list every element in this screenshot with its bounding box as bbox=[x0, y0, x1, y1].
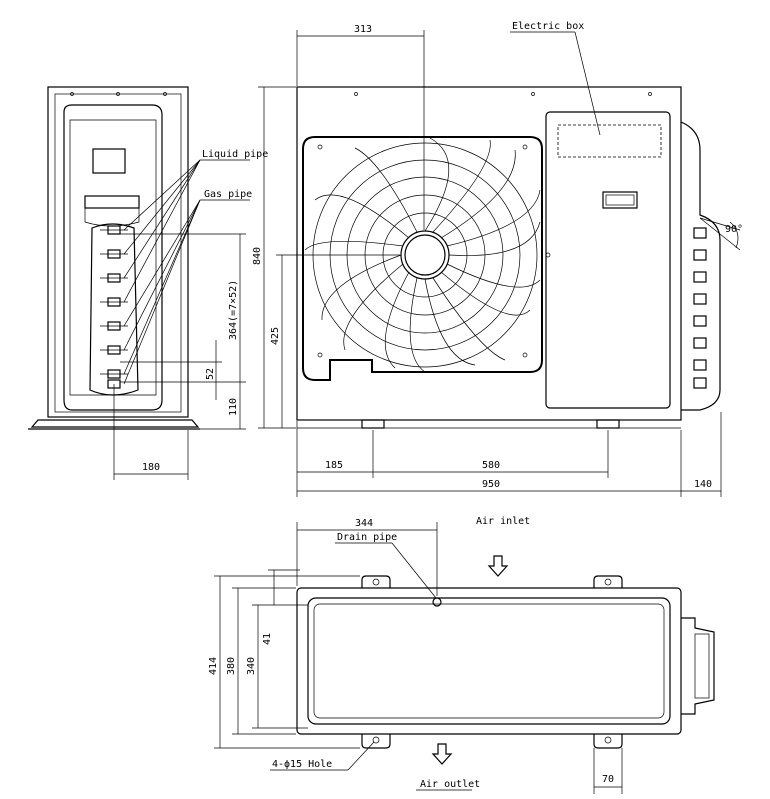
dim-414: 414 bbox=[208, 657, 219, 675]
dim-52: 52 bbox=[205, 368, 216, 380]
dim-313: 313 bbox=[354, 24, 372, 35]
dim-185: 185 bbox=[325, 460, 343, 471]
air-inlet-label: Air inlet bbox=[476, 516, 530, 527]
dim-41: 41 bbox=[262, 633, 273, 645]
liquid-pipe-label: Liquid pipe bbox=[202, 149, 268, 160]
pipe-joints bbox=[100, 225, 128, 389]
dim-340: 340 bbox=[246, 657, 257, 675]
dim-180: 180 bbox=[142, 462, 160, 473]
dim-580: 580 bbox=[482, 460, 500, 471]
air-outlet-label: Air outlet bbox=[420, 779, 480, 790]
dim-140: 140 bbox=[694, 479, 712, 490]
dim-70: 70 bbox=[602, 774, 614, 785]
electric-box-label: Electric box bbox=[512, 21, 584, 32]
dim-364: 364(=7×52) bbox=[228, 280, 239, 340]
dim-425: 425 bbox=[270, 327, 281, 345]
drain-pipe-label: Drain pipe bbox=[337, 532, 397, 543]
dim-840: 840 bbox=[252, 247, 263, 265]
right-pipe-joints bbox=[693, 227, 707, 389]
front-view: 90° Electric box 313 840 425 185 580 950 bbox=[252, 21, 743, 497]
angle-label: 90° bbox=[725, 224, 743, 235]
top-view: Drain pipe 344 Air inlet Air outlet 4-ϕ1… bbox=[208, 516, 715, 794]
dim-950: 950 bbox=[482, 479, 500, 490]
dim-110: 110 bbox=[228, 398, 239, 416]
dim-344: 344 bbox=[355, 518, 373, 529]
gas-pipe-label: Gas pipe bbox=[204, 189, 252, 200]
dim-380: 380 bbox=[226, 657, 237, 675]
fan-grille bbox=[302, 136, 551, 381]
side-view: Liquid pipe Gas pipe 364(=7×52) 52 110 1… bbox=[28, 86, 268, 480]
hole-label: 4-ϕ15 Hole bbox=[272, 759, 332, 770]
